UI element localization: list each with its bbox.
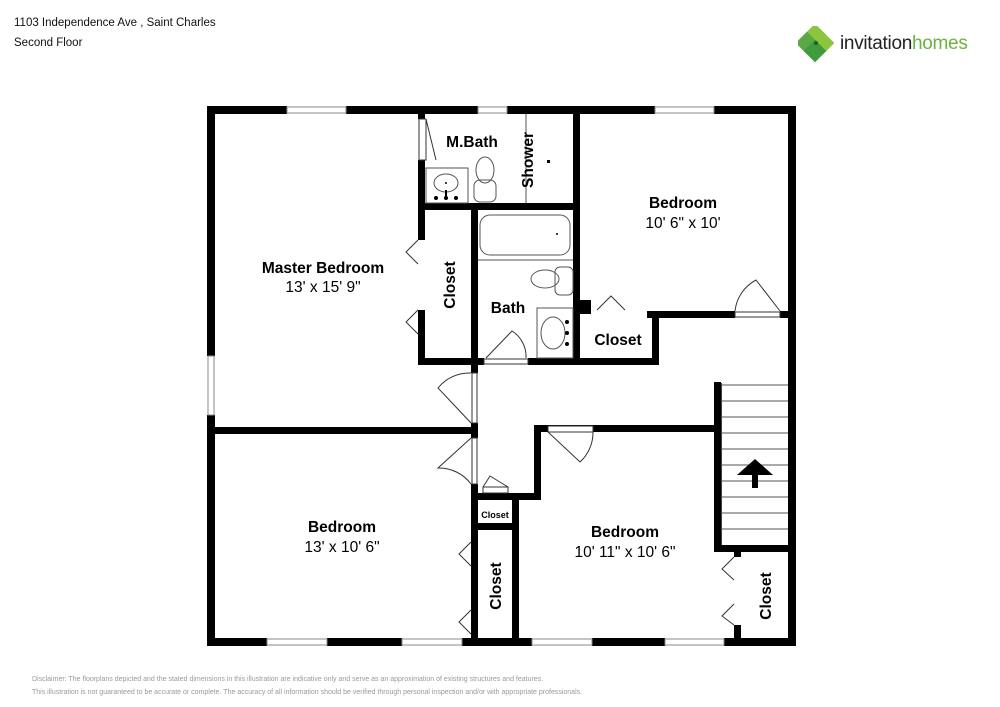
brand-logo: invitationhomes	[798, 26, 968, 62]
room-dims-master-bedroom: 13' x 15' 9"	[285, 279, 360, 296]
disclaimer: Disclaimer: The floorplans depicted and …	[32, 673, 582, 699]
room-label-closet-small: Closet	[481, 510, 509, 520]
fixture-dots	[434, 160, 569, 346]
room-label-m-bath: M.Bath	[446, 134, 498, 151]
room-label-closet-master: Closet	[442, 261, 459, 308]
address-text: 1103 Independence Ave , Saint Charles	[14, 17, 216, 29]
fixtures	[425, 114, 574, 359]
room-label-bedroom-se: Bedroom	[591, 524, 659, 541]
doors	[405, 118, 781, 635]
disclaimer-line-1: Disclaimer: The floorplans depicted and …	[32, 676, 544, 683]
walls	[207, 106, 796, 646]
room-label-master-bedroom: Master Bedroom	[262, 260, 384, 277]
room-label-bedroom-ne: Bedroom	[649, 195, 717, 212]
room-label-bath: Bath	[491, 300, 525, 317]
disclaimer-line-2: This illustration is not guaranteed to b…	[32, 689, 583, 696]
floor-label: Second Floor	[14, 37, 83, 49]
stairs	[720, 383, 788, 545]
room-labels: Master Bedroom 13' x 15' 9" M.Bath Showe…	[262, 132, 775, 620]
room-label-shower: Shower	[520, 132, 537, 188]
room-dims-bedroom-ne: 10' 6" x 10'	[645, 215, 720, 232]
page-header: 1103 Independence Ave , Saint Charles Se…	[14, 13, 216, 53]
clover-logo-icon	[798, 26, 834, 62]
room-dims-bedroom-se: 10' 11" x 10' 6"	[574, 544, 675, 561]
stairs-up-arrow-icon	[737, 459, 773, 488]
room-label-closet-sw: Closet	[488, 562, 505, 609]
room-label-bedroom-sw: Bedroom	[308, 519, 376, 536]
windows	[207, 106, 725, 646]
room-label-closet-ne: Closet	[594, 332, 641, 349]
brand-name: invitationhomes	[840, 33, 968, 54]
room-dims-bedroom-sw: 13' x 10' 6"	[304, 539, 379, 556]
room-label-closet-se: Closet	[758, 572, 775, 619]
